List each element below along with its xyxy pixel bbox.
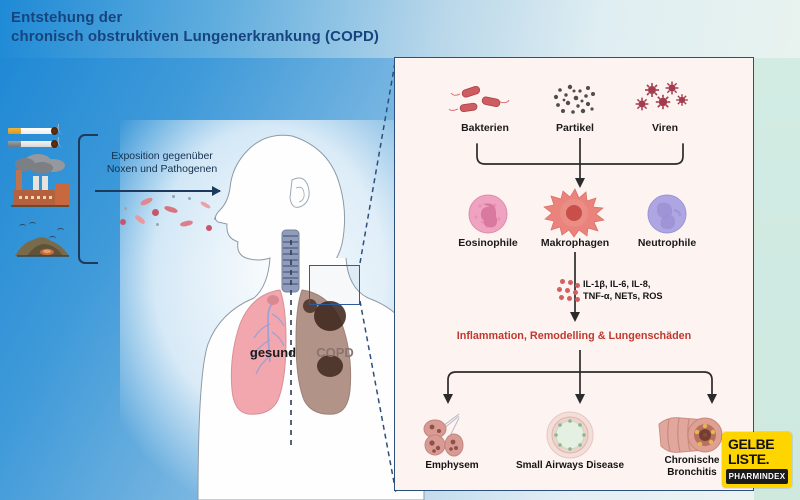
cell-label-neutrophile: Neutrophile [637,237,697,249]
zoom-connector-lines [340,55,410,495]
outcome-label-small-airways: Small Airways Disease [515,460,625,471]
bronchus-icon [658,417,723,453]
airway-cross-section-icon [546,411,594,459]
logo-line-1: GELBE [728,436,775,452]
outcome-label-emphysem: Emphysem [425,460,479,471]
outcome-emphysem-icon-wrap [415,412,487,460]
trigger-label-viren: Viren [651,122,679,134]
cell-label-makrophagen: Makrophagen [540,237,610,249]
logo-subtitle: PHARMINDEX [728,472,786,481]
cigarettes-icon [8,123,71,137]
gelbe-liste-logo[interactable]: GELBE LISTE. PHARMINDEX [722,432,792,488]
trigger-partikel: Partikel [530,82,620,134]
outcome-label-bronchitis-line-2: Bronchitis [667,467,717,478]
converging-bracket-arrow [476,138,684,188]
outcome-label-bronchitis: Chronische Bronchitis [650,455,734,479]
dirt-pile-icon [13,222,71,257]
particles-icon [553,84,595,114]
title-line-1: Entstehung der [11,9,123,26]
inflammation-statement: Inflammation, Remodelling & Lungenschäde… [456,330,692,342]
title-line-2: chronisch obstruktiven Lungenerkrankung … [11,28,379,45]
cigarette-second-icon [8,136,71,150]
macrophage-icon [543,188,605,238]
diverging-bracket-arrow [443,350,717,404]
outcome-bronchitis-icon-wrap [655,410,725,460]
bacteria-icon [448,85,510,113]
mediator-line-1: IL-1β, IL-6, IL-8, [583,279,651,289]
immune-cell-eosinophile: Eosinophile [443,193,533,249]
exposure-label-line-1: Exposition gegenüber [111,150,213,162]
trigger-bakterien: Bakterien [440,82,530,134]
healthy-lung-label: gesund [249,345,297,360]
page-title: Entstehung der chronisch obstruktiven Lu… [11,8,531,46]
exposure-label: Exposition gegenüber Noxen und Pathogene… [92,150,232,176]
header-band [0,0,800,58]
immune-cell-makrophagen: Makrophagen [529,188,621,249]
lung-zoom-selection-box [309,265,360,305]
exposure-source-stack [8,123,76,266]
outcome-label-bronchitis-line-1: Chronische [664,455,720,466]
cytokine-dots-icon [556,279,582,305]
trigger-label-partikel: Partikel [556,122,594,134]
exposure-bracket [78,134,98,264]
trigger-viren: Viren [620,81,710,134]
virus-icon [635,81,688,111]
logo-subtitle-bar: PHARMINDEX [726,469,788,484]
eosinophil-icon [468,194,508,234]
mediator-line-2: TNF-α, NETs, ROS [583,290,663,301]
factory-icon [11,154,73,207]
logo-line-2: LISTE. [728,451,770,467]
alveoli-icon [423,413,464,457]
exposure-label-line-2: Noxen und Pathogenen [106,163,218,175]
background-green-strip [754,58,800,500]
trigger-label-bakterien: Bakterien [461,122,509,134]
immune-cell-neutrophile: Neutrophile [622,193,712,249]
mediator-list: IL-1β, IL-6, IL-8, TNF-α, NETs, ROS [583,279,703,302]
outcome-small-airways-icon-wrap [538,410,602,460]
exposure-arrow [95,186,221,196]
human-figure [196,118,426,500]
copd-lung-label: COPD [316,345,354,360]
neutrophil-icon [647,194,687,234]
cell-label-eosinophile: Eosinophile [458,237,518,249]
